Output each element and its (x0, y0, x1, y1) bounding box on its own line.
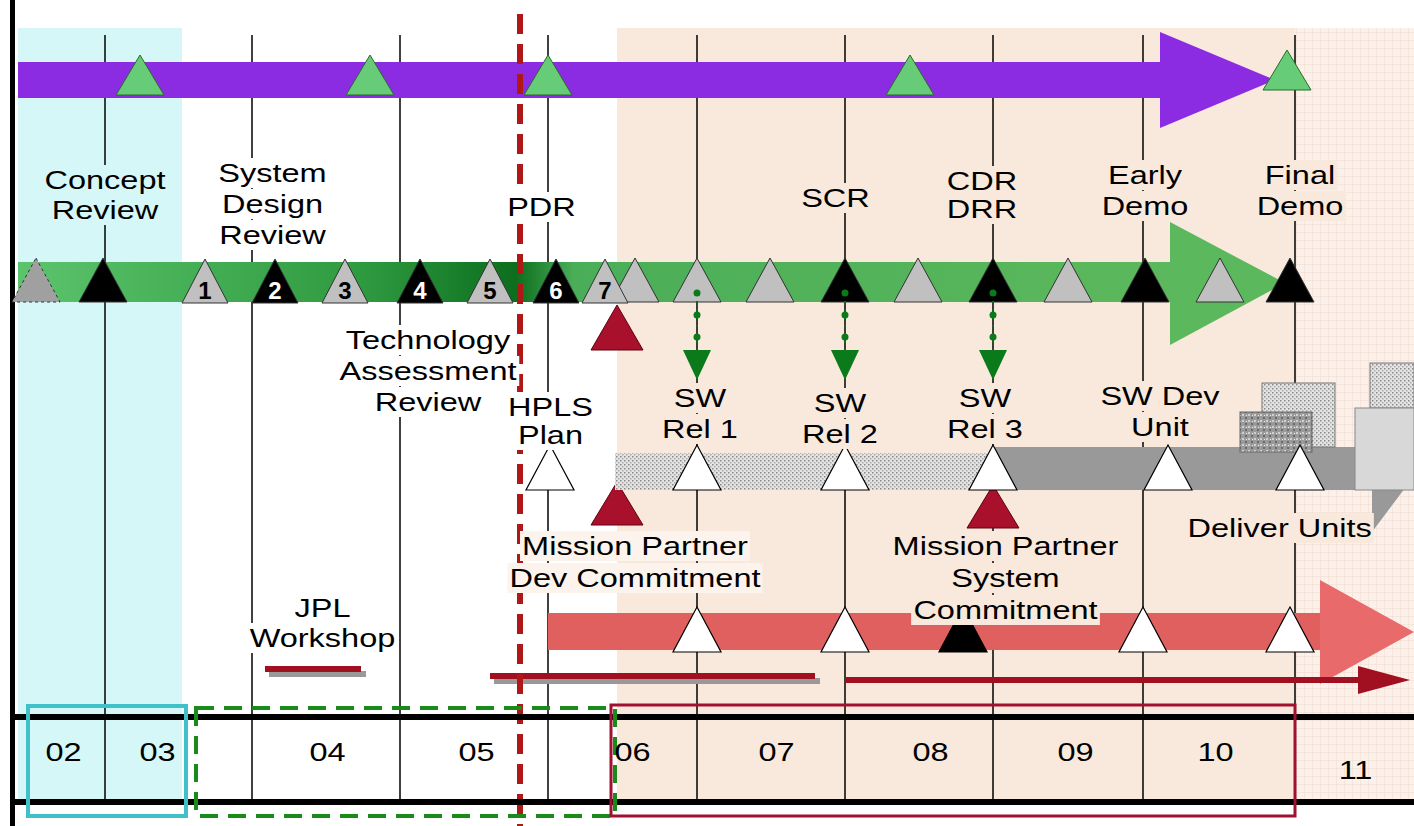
label-text: Technology Assessment Review (337, 325, 519, 417)
phase-region (617, 28, 1295, 800)
milestone-triangles (116, 50, 1311, 95)
label-text: Final Demo (1254, 160, 1346, 221)
milestone-label: Early Demo (1095, 160, 1195, 222)
milestone-label: PDR (504, 192, 578, 222)
callout-number: 2 (251, 278, 299, 304)
activity-label: JPL Workshop (244, 593, 400, 653)
year-cell: 06 (611, 737, 652, 767)
label-text: SW Dev Unit (1098, 381, 1222, 442)
label-text: 09 (1054, 737, 1095, 767)
label-text: SW Rel 1 (660, 383, 741, 444)
milestone-triangle: 6 (532, 258, 580, 304)
label-text: PDR (504, 192, 578, 222)
year-cell: 10 (1194, 737, 1235, 767)
phase-region (18, 28, 182, 800)
callout-number: 4 (396, 278, 444, 304)
label-text: System Design Review (215, 158, 328, 250)
callout-number: 5 (466, 278, 514, 304)
label-text: 07 (755, 737, 796, 767)
milestone-label: Final Demo (1250, 160, 1350, 222)
release-label: SW Rel 3 (941, 383, 1029, 445)
year-cell: 03 (136, 737, 177, 767)
label-text: 05 (455, 737, 496, 767)
label-text: 06 (611, 737, 652, 767)
label-text: 11 (1336, 755, 1375, 785)
label-text: HPLS Plan (505, 392, 595, 450)
year-cell: 05 (455, 737, 496, 767)
label-text: JPL Workshop (247, 593, 398, 653)
delivery-triangles (526, 445, 1324, 490)
delivery-label: Deliver Units (1185, 513, 1374, 543)
release-drops (683, 290, 1007, 381)
label-text: SW Rel 2 (800, 388, 881, 449)
label-text: 04 (306, 737, 347, 767)
milestone-triangle: 3 (321, 258, 369, 304)
axis-line (10, 0, 15, 826)
release-label: SW Rel 1 (656, 383, 744, 445)
purple-arrow (18, 32, 1275, 128)
milestone-triangle: 7 (581, 258, 629, 304)
gray-track (615, 363, 1414, 532)
year-cell: 02 (42, 737, 83, 767)
commitment-label: Mission Partner Dev Commitment (491, 530, 779, 594)
label-text: Concept Review (42, 165, 168, 225)
milestone-label: HPLS Plan (503, 393, 597, 449)
label-text: Early Demo (1099, 160, 1191, 221)
callout-number: 6 (532, 278, 580, 304)
callout-number: 1 (181, 278, 229, 304)
callout-number: 3 (321, 278, 369, 304)
label-text: SW Rel 3 (945, 383, 1026, 444)
year-cell: 08 (909, 737, 950, 767)
milestone-label: SCR (798, 183, 872, 213)
year-axis (12, 705, 1414, 816)
release-label: SW Dev Unit (1098, 381, 1223, 443)
label-text: Deliver Units (1185, 513, 1374, 543)
release-label: SW Rel 2 (796, 388, 884, 450)
milestone-triangle: 2 (251, 258, 299, 304)
grid-lines (105, 35, 1295, 805)
label-text: CDR DRR (944, 166, 1019, 224)
commitment-label: Mission Partner System Commitment (852, 530, 1158, 626)
milestone-triangle: 4 (396, 258, 444, 304)
label-text: 02 (42, 737, 83, 767)
label-text: Mission Partner Dev Commitment (507, 531, 763, 593)
label-text: 08 (909, 737, 950, 767)
milestone-label: CDR DRR (938, 167, 1026, 223)
milestone-triangle: 5 (466, 258, 514, 304)
activity-bars (265, 666, 1410, 694)
year-cell: 11 (1336, 755, 1375, 785)
year-cell: 04 (306, 737, 347, 767)
callout-number: 7 (581, 278, 629, 304)
label-text: 10 (1194, 737, 1235, 767)
label-text: SCR (798, 183, 872, 213)
year-cell: 07 (755, 737, 796, 767)
green-arrow (18, 222, 1285, 345)
milestone-triangle: 1 (181, 258, 229, 304)
milestone-label: Technology Assessment Review (334, 325, 522, 418)
milestone-label: System Design Review (213, 158, 332, 251)
label-text: Mission Partner System Commitment (890, 531, 1121, 625)
year-cell: 09 (1054, 737, 1095, 767)
milestone-label: Concept Review (36, 165, 174, 225)
label-text: 03 (136, 737, 177, 767)
